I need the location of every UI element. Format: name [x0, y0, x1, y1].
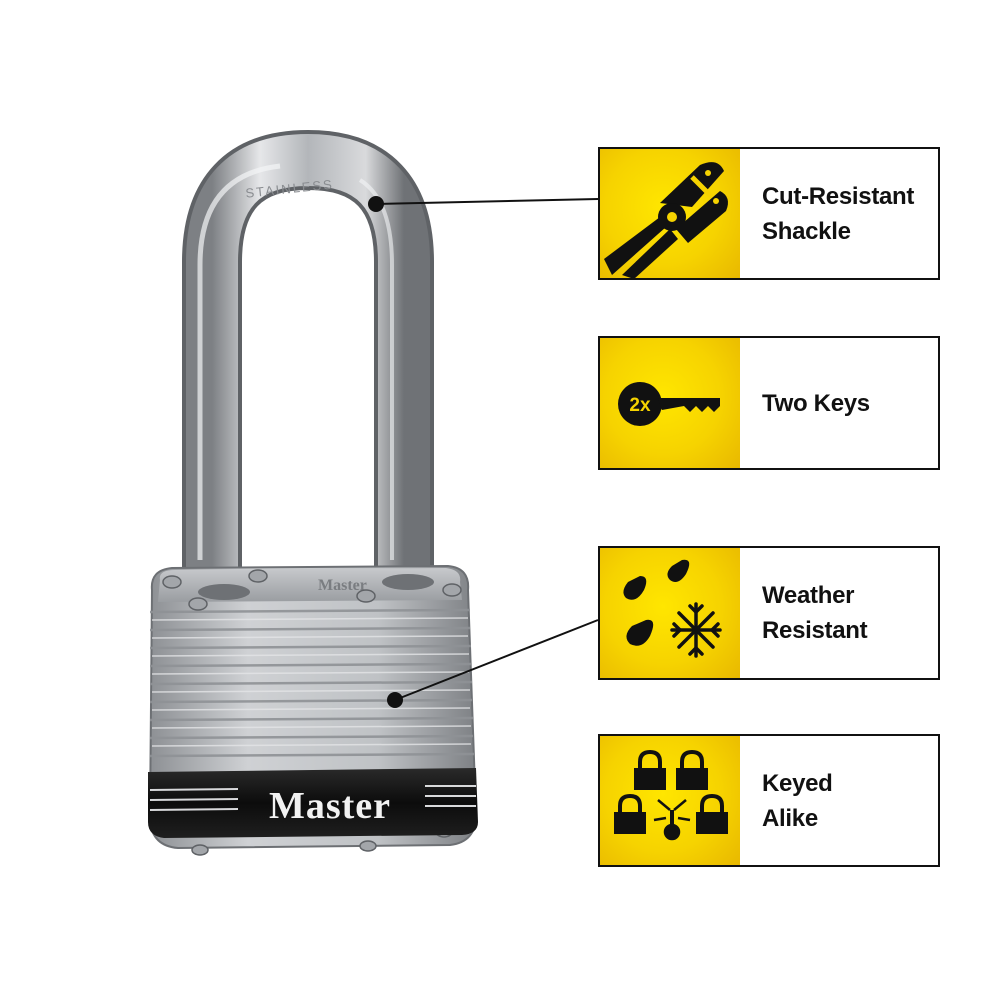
- feature-label-line: Alike: [762, 804, 818, 832]
- feature-label-line: Resistant: [762, 617, 868, 644]
- callout-shackle: [368, 196, 599, 212]
- feature-label-line: Keyed: [762, 769, 833, 797]
- feature-label-line: Weather: [762, 582, 855, 609]
- feature-card-cut-resistant: Cut-Resistant Shackle: [598, 147, 940, 280]
- key-arrows: [653, 799, 691, 841]
- feature-icon-box: [600, 736, 740, 865]
- feature-card-weather-resistant: Weather Resistant: [598, 546, 940, 680]
- keyed-alike-icon: [614, 749, 728, 841]
- feature-icon-box: [600, 149, 740, 279]
- feature-label: Two Keys: [740, 338, 938, 468]
- feature-label-line: Cut-Resistant: [762, 182, 915, 210]
- shackle: STAINLESS: [182, 129, 434, 585]
- weather-icon: [623, 559, 722, 658]
- snowflake-icon: [670, 602, 722, 658]
- feature-label: Weather Resistant: [740, 548, 938, 678]
- feature-card-keyed-alike: Keyed Alike: [598, 734, 940, 867]
- brand-band-text: Master: [269, 785, 391, 827]
- body-top-engraving: Master: [318, 577, 367, 594]
- two-keys-count: 2x: [629, 395, 651, 416]
- feature-icon-box: [600, 548, 740, 678]
- padlock-icons: [614, 749, 728, 834]
- feature-label-line: Two Keys: [762, 389, 870, 417]
- feature-label-line: Shackle: [762, 217, 851, 245]
- callout-body: [387, 619, 599, 708]
- lock-body: Master Master: [148, 564, 478, 856]
- raindrop-icons: [623, 559, 690, 646]
- bolt-cutter-icon: [604, 162, 728, 279]
- feature-label: Cut-Resistant Shackle: [740, 149, 938, 278]
- two-keys-icon: 2x: [618, 382, 720, 426]
- feature-label: Keyed Alike: [740, 736, 938, 865]
- feature-card-two-keys: 2x Two Keys: [598, 336, 940, 470]
- feature-icon-box: 2x: [600, 338, 740, 468]
